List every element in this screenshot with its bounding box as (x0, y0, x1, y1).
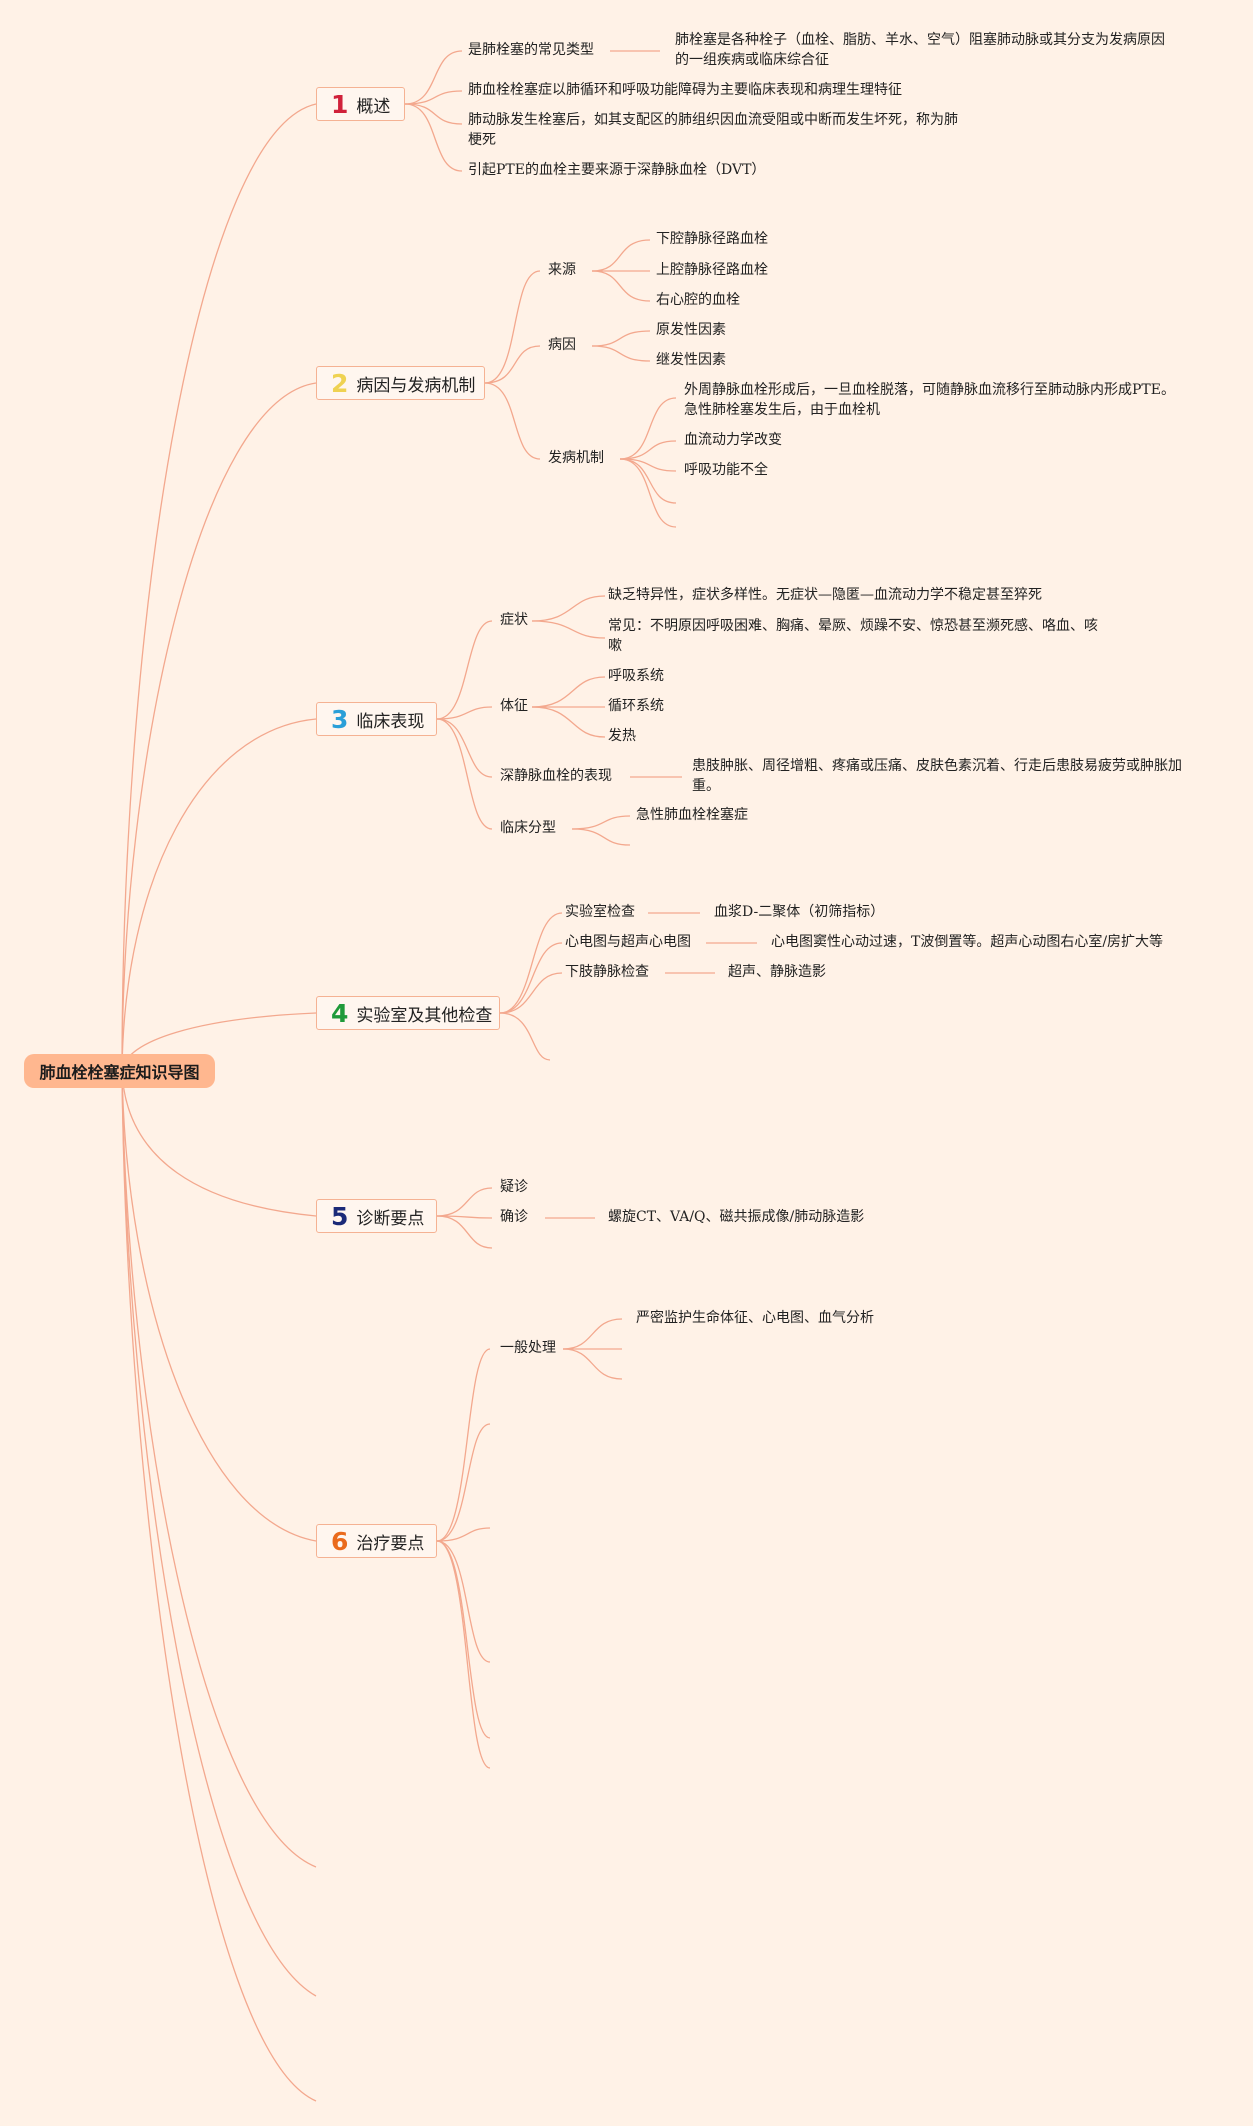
node-symptoms-common[interactable]: 常见：不明原因呼吸困难、胸痛、晕厥、烦躁不安、惊恐甚至濒死感、咯血、咳 (608, 618, 1098, 634)
section-diagnosis[interactable]: 5 诊断要点 (316, 1199, 437, 1233)
node-pe-definition[interactable]: 肺栓塞是各种栓子（血栓、脂肪、羊水、空气）阻塞肺动脉或其分支为发病原因 (675, 32, 1165, 48)
section-number: 1 (331, 89, 349, 119)
node-sign-respiratory[interactable]: 呼吸系统 (608, 668, 664, 684)
section-label: 临床表现 (356, 711, 425, 732)
node-ultrasound[interactable]: 超声、静脉造影 (728, 964, 826, 980)
node-suspected[interactable]: 疑诊 (500, 1179, 528, 1195)
node-monitoring[interactable]: 严密监护生命体征、心电图、血气分析 (636, 1310, 874, 1326)
node-mechanism[interactable]: 发病机制 (548, 450, 604, 466)
node-infarction[interactable]: 肺动脉发生栓塞后，如其支配区的肺组织因血流受阻或中断而发生坏死，称为肺 (468, 112, 958, 128)
node-acute-pte[interactable]: 急性肺血栓栓塞症 (636, 807, 748, 823)
node-source-heart[interactable]: 右心腔的血栓 (656, 292, 740, 308)
node-leg-vein[interactable]: 下肢静脉检查 (565, 964, 649, 980)
section-number: 3 (331, 704, 349, 734)
node-confirmed[interactable]: 确诊 (500, 1209, 528, 1225)
node-dvt-signs-detail[interactable]: 患肢肿胀、周径增粗、疼痛或压痛、皮肤色素沉着、行走后患肢易疲劳或肿胀加 (692, 758, 1182, 774)
node-general-care[interactable]: 一般处理 (500, 1340, 556, 1356)
node-clinical-type[interactable]: 临床分型 (500, 820, 556, 836)
node-ecg-echo[interactable]: 心电图与超声心电图 (565, 934, 691, 950)
node-lab[interactable]: 实验室检查 (565, 904, 635, 920)
section-overview[interactable]: 1 概述 (316, 87, 405, 121)
section-number: 5 (331, 1201, 349, 1231)
section-label: 概述 (356, 96, 391, 117)
node-infarction-cont: 梗死 (468, 132, 496, 148)
node-pte-features[interactable]: 肺血栓栓塞症以肺循环和呼吸功能障碍为主要临床表现和病理生理特征 (468, 82, 902, 98)
node-dvt-signs[interactable]: 深静脉血栓的表现 (500, 768, 612, 784)
node-mech-embolus[interactable]: 外周静脉血栓形成后，一旦血栓脱落，可随静脉血流移行至肺动脉内形成PTE。 (684, 382, 1175, 398)
node-sign-fever[interactable]: 发热 (608, 728, 636, 744)
section-label: 实验室及其他检查 (356, 1005, 493, 1026)
node-mech-respiratory[interactable]: 呼吸功能不全 (684, 462, 768, 478)
node-source[interactable]: 来源 (548, 262, 576, 278)
node-cause[interactable]: 病因 (548, 337, 576, 353)
node-pe-definition-cont: 的一组疾病或临床综合征 (675, 52, 829, 68)
section-number: 6 (331, 1526, 349, 1556)
node-signs[interactable]: 体征 (500, 698, 528, 714)
node-mech-embolus-cont: 急性肺栓塞发生后，由于血栓机 (684, 402, 880, 418)
node-symptoms[interactable]: 症状 (500, 612, 528, 628)
node-dvt-source[interactable]: 引起PTE的血栓主要来源于深静脉血栓（DVT） (468, 162, 766, 178)
node-symptoms-nonspecific[interactable]: 缺乏特异性，症状多样性。无症状—隐匿—血流动力学不稳定甚至猝死 (608, 587, 1042, 603)
node-d-dimer[interactable]: 血浆D-二聚体（初筛指标） (714, 904, 885, 920)
node-imaging[interactable]: 螺旋CT、VA/Q、磁共振成像/肺动脉造影 (608, 1209, 865, 1225)
node-source-svc[interactable]: 上腔静脉径路血栓 (656, 262, 768, 278)
node-cause-primary[interactable]: 原发性因素 (656, 322, 726, 338)
section-number: 2 (331, 368, 349, 398)
node-cause-secondary[interactable]: 继发性因素 (656, 352, 726, 368)
node-mech-hemodynamics[interactable]: 血流动力学改变 (684, 432, 782, 448)
node-pe-type[interactable]: 是肺栓塞的常见类型 (468, 42, 594, 58)
section-clinical[interactable]: 3 临床表现 (316, 702, 437, 736)
section-treatment[interactable]: 6 治疗要点 (316, 1524, 437, 1558)
node-sign-circulatory[interactable]: 循环系统 (608, 698, 664, 714)
node-source-ivc[interactable]: 下腔静脉径路血栓 (656, 231, 768, 247)
node-dvt-signs-detail-cont: 重。 (692, 778, 720, 794)
section-exams[interactable]: 4 实验室及其他检查 (316, 996, 500, 1030)
root-topic[interactable]: 肺血栓栓塞症知识导图 (24, 1054, 215, 1088)
section-label: 治疗要点 (356, 1533, 425, 1554)
section-etiology[interactable]: 2 病因与发病机制 (316, 366, 485, 400)
section-label: 诊断要点 (356, 1208, 425, 1229)
node-ecg-detail[interactable]: 心电图窦性心动过速，T波倒置等。超声心动图右心室/房扩大等 (771, 934, 1164, 950)
section-number: 4 (331, 998, 349, 1028)
section-label: 病因与发病机制 (356, 375, 476, 396)
node-symptoms-common-cont: 嗽 (608, 638, 622, 654)
